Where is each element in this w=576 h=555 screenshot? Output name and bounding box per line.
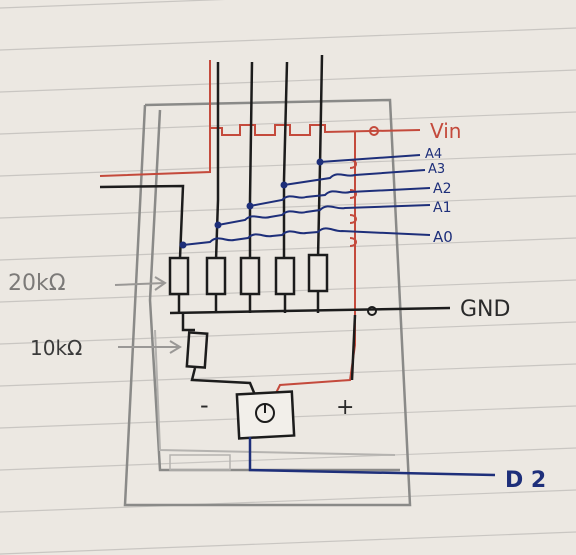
a0-label: A0	[433, 228, 453, 246]
d2-label: D 2	[505, 468, 546, 493]
resistor-10k	[185, 331, 257, 396]
sensor-component	[235, 390, 296, 440]
vin-label: Vin	[430, 119, 461, 143]
vin-wiring	[99, 60, 421, 396]
gnd-junction	[367, 306, 377, 316]
pin-junction-dots	[179, 158, 324, 249]
gnd-rail	[169, 306, 451, 381]
d2-wire	[248, 437, 496, 477]
board-outline	[123, 98, 412, 507]
resistor-array-20k	[168, 253, 329, 296]
r20k-label: 20kΩ	[8, 271, 66, 296]
a1-label: A1	[433, 200, 451, 216]
r10k-label: 10kΩ	[30, 336, 82, 360]
sensor-dial-icon	[255, 403, 275, 423]
a2-label: A2	[433, 181, 451, 197]
annotation-arrows	[114, 276, 182, 354]
vin-junction	[369, 126, 379, 136]
analog-wires	[182, 154, 431, 246]
a3-label: A3	[428, 162, 445, 177]
gnd-label: GND	[460, 297, 510, 322]
minus-label: -	[200, 391, 209, 419]
a4-label: A4	[425, 147, 442, 162]
plus-label: +	[336, 395, 354, 420]
